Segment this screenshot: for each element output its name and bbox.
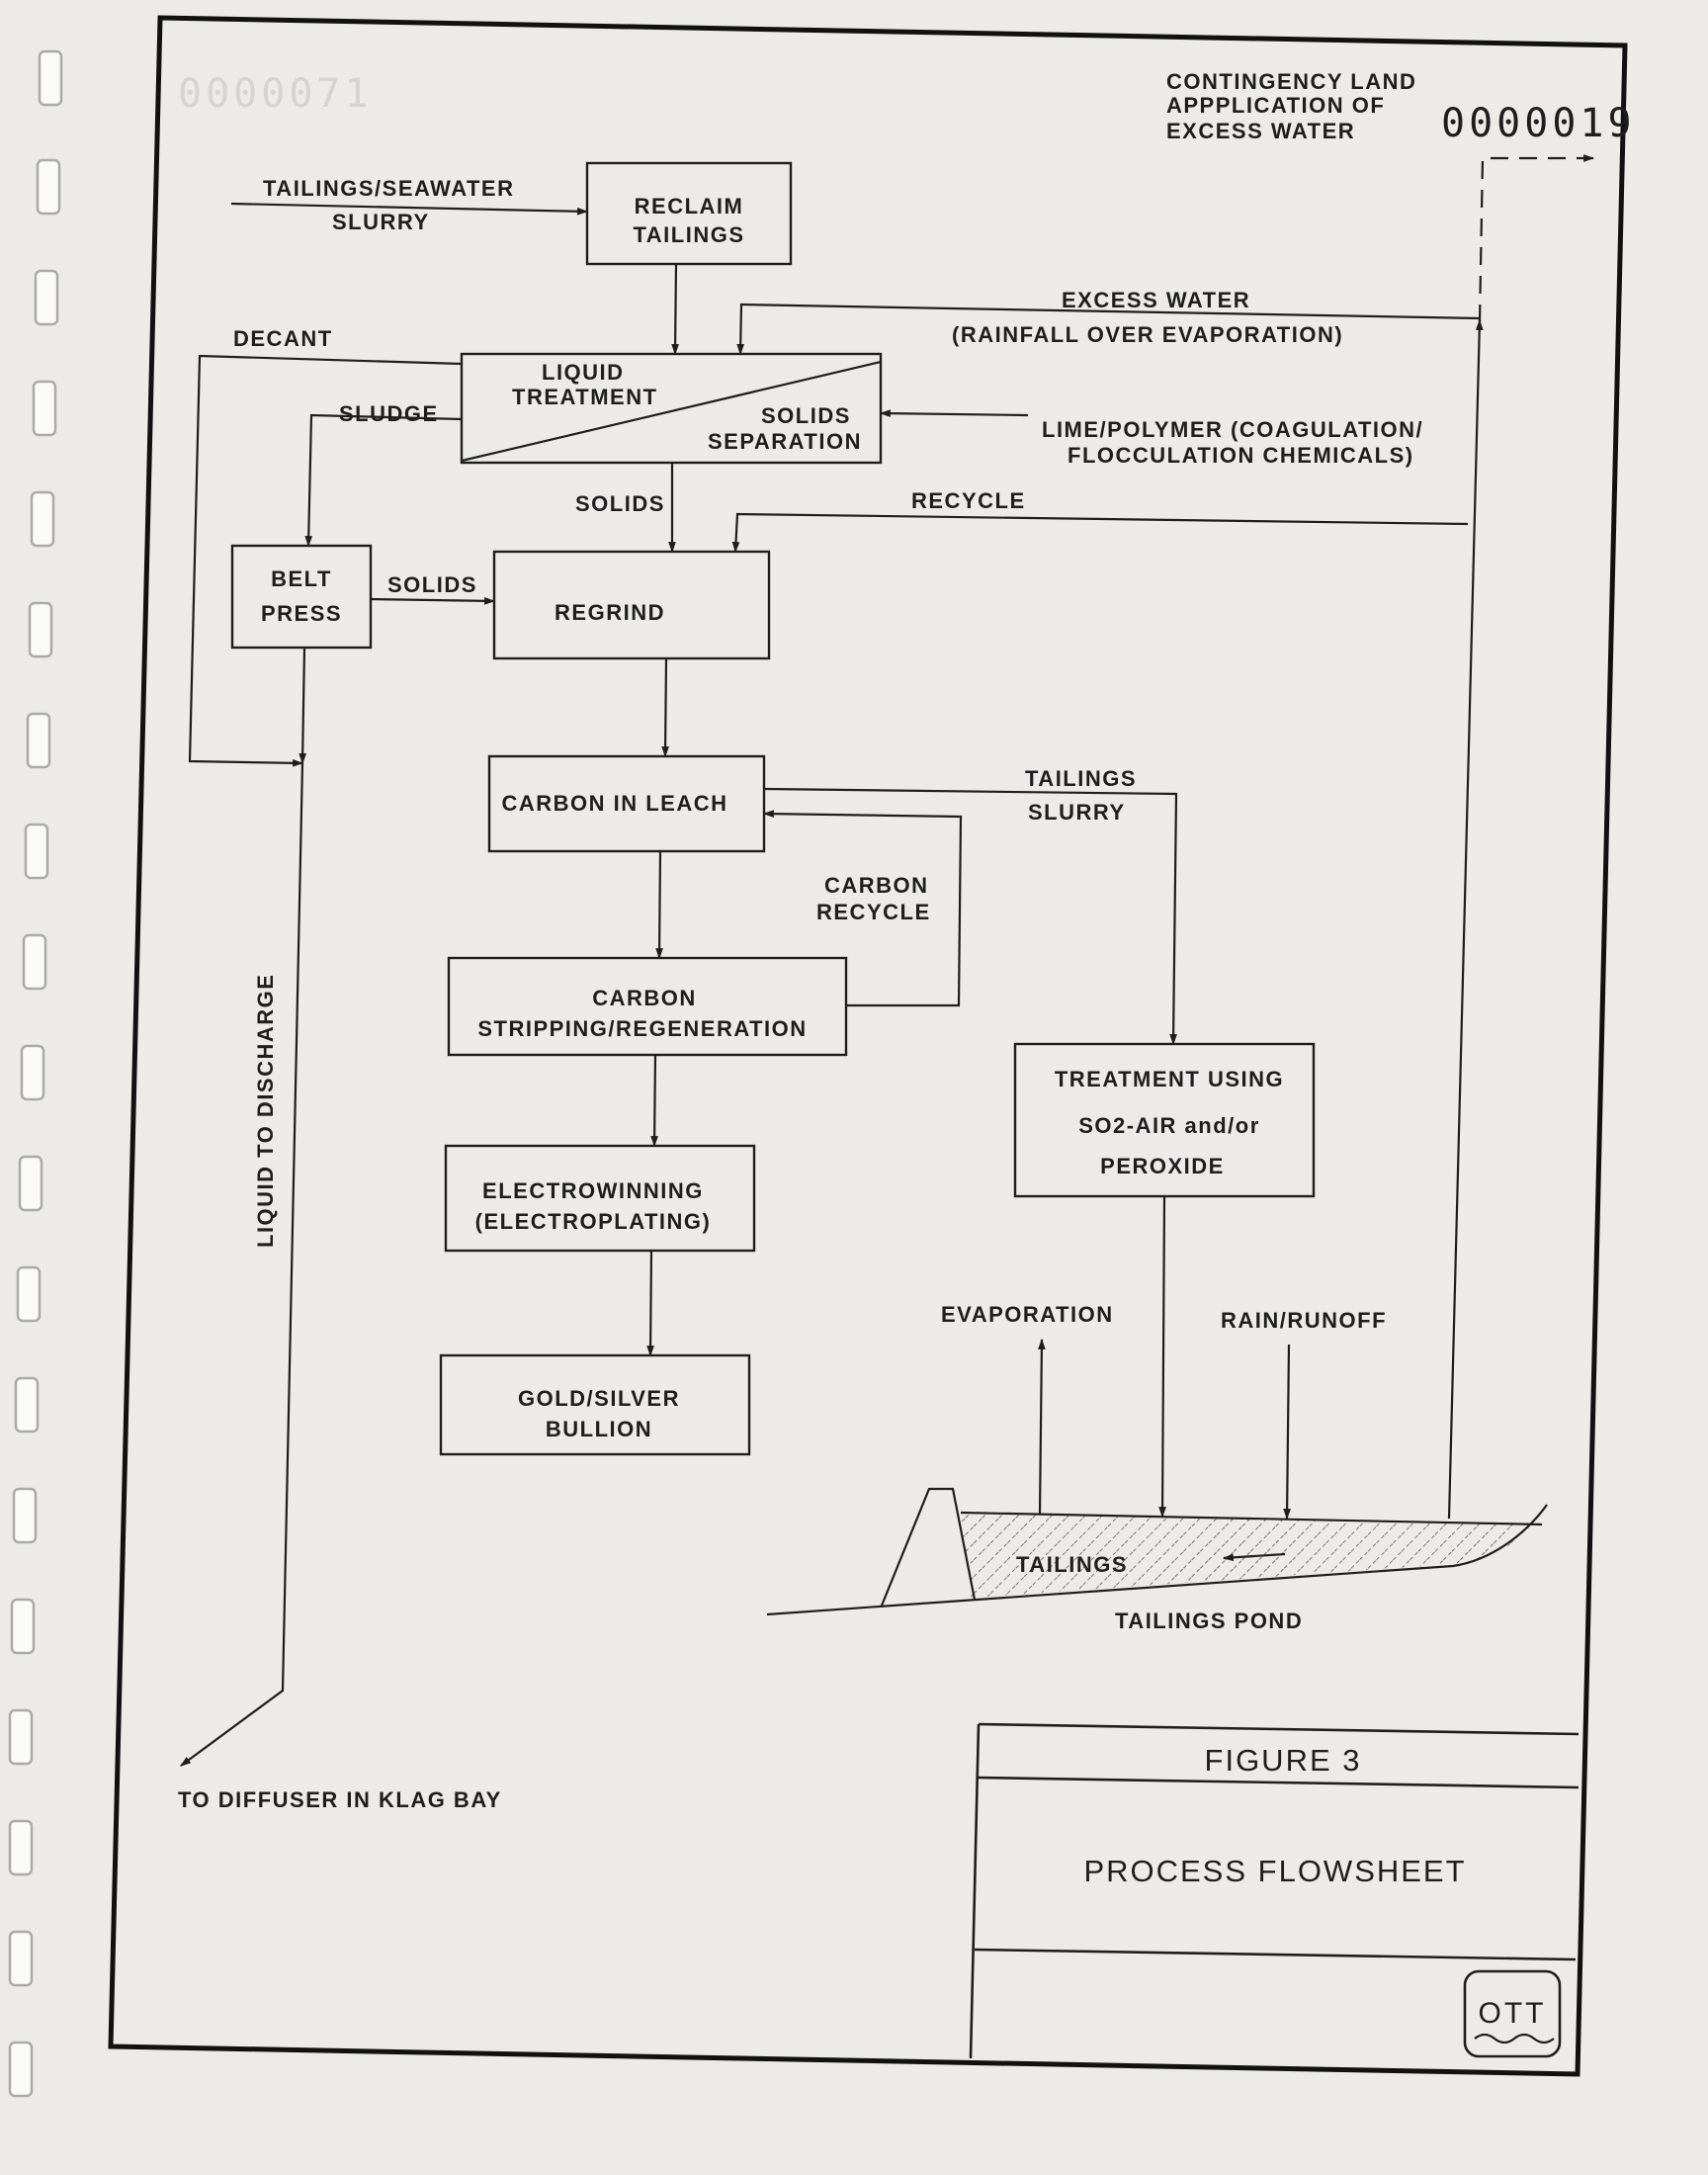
excess-water-line-1: EXCESS WATER: [1062, 288, 1250, 312]
carbon-stripping-line-2: STRIPPING/REGENERATION: [477, 1016, 807, 1041]
box-reclaim-tailings: RECLAIM TAILINGS: [585, 161, 793, 266]
flow-lines: [180, 154, 1595, 1767]
solids-separation-line-2: SEPARATION: [708, 429, 862, 454]
title-block: FIGURE 3 PROCESS FLOWSHEET OTT: [969, 1722, 1580, 2059]
carbon-recycle-line-2: RECYCLE: [816, 900, 931, 924]
lime-polymer-line-2: FLOCCULATION CHEMICALS): [1068, 443, 1414, 468]
figure-title: PROCESS FLOWSHEET: [1083, 1854, 1466, 1888]
carbon-in-leach-label: CARBON IN LEACH: [501, 791, 727, 816]
box-gold-silver-bullion: GOLD/SILVER BULLION: [439, 1353, 751, 1456]
ott-logo: OTT: [1463, 1969, 1562, 2058]
bleed-through-stamp: 0000071: [178, 71, 373, 117]
electrowinning-line-2: (ELECTROPLATING): [475, 1209, 712, 1234]
reclaim-tailings-line-2: TAILINGS: [633, 222, 744, 247]
solids-down-label: SOLIDS: [575, 491, 665, 516]
box-carbon-stripping: CARBON STRIPPING/REGENERATION: [447, 956, 848, 1057]
carbon-stripping-line-1: CARBON: [592, 986, 697, 1010]
tailings-pond-label: TAILINGS POND: [1115, 1609, 1303, 1633]
document-stamp: 0000019: [1441, 101, 1636, 146]
box-liquid-treatment-solids-separation: LIQUID TREATMENT SOLIDS SEPARATION: [460, 352, 883, 465]
box-belt-press: BELT PRESS: [230, 544, 373, 650]
tailings-pond: [766, 1487, 1548, 1616]
tailings-seawater-line-1: TAILINGS/SEAWATER: [263, 176, 514, 201]
tailings-slurry-line-1: TAILINGS: [1025, 766, 1137, 791]
treatment-line-2: SO2-AIR and/or: [1078, 1113, 1260, 1138]
box-treatment: TREATMENT USING SO2-AIR and/or PEROXIDE: [1013, 1042, 1316, 1198]
solids-belt-label: SOLIDS: [387, 572, 477, 597]
decant-label: DECANT: [233, 326, 333, 351]
bullion-line-1: GOLD/SILVER: [518, 1386, 680, 1411]
liquid-to-discharge-label: LIQUID TO DISCHARGE: [253, 974, 278, 1248]
carbon-recycle-line-1: CARBON: [824, 873, 929, 898]
belt-press-line-1: BELT: [271, 566, 332, 591]
liquid-treatment-line-1: LIQUID: [542, 360, 625, 385]
figure-number: FIGURE 3: [1205, 1743, 1362, 1778]
box-regrind: REGRIND: [492, 550, 771, 660]
reclaim-tailings-line-1: RECLAIM: [635, 194, 744, 218]
recycle-label: RECYCLE: [911, 488, 1026, 513]
contingency-line-3: EXCESS WATER: [1166, 119, 1355, 143]
ott-logo-text: OTT: [1479, 1997, 1547, 2030]
sludge-label: SLUDGE: [339, 401, 439, 426]
box-carbon-in-leach: CARBON IN LEACH: [487, 754, 766, 853]
regrind-label: REGRIND: [555, 600, 665, 625]
contingency-line-1: CONTINGENCY LAND: [1166, 69, 1416, 94]
tailings-slurry-line-2: SLURRY: [1028, 800, 1126, 825]
box-electrowinning: ELECTROWINNING (ELECTROPLATING): [444, 1144, 756, 1253]
tailings-seawater-line-2: SLURRY: [332, 210, 430, 234]
binder-holes: [8, 49, 63, 2098]
contingency-line-2: APPPLICATION OF: [1166, 93, 1385, 118]
tailings-label: TAILINGS: [1016, 1552, 1128, 1577]
excess-water-line-2: (RAINFALL OVER EVAPORATION): [952, 322, 1343, 347]
liquid-treatment-line-2: TREATMENT: [512, 385, 658, 409]
evaporation-label: EVAPORATION: [941, 1302, 1114, 1327]
belt-press-line-2: PRESS: [261, 601, 342, 626]
bullion-line-2: BULLION: [546, 1417, 652, 1441]
treatment-line-1: TREATMENT USING: [1055, 1067, 1284, 1091]
treatment-line-3: PEROXIDE: [1100, 1154, 1225, 1178]
diffuser-label: TO DIFFUSER IN KLAG BAY: [178, 1787, 502, 1812]
drawing-frame: [108, 15, 1628, 2077]
solids-separation-line-1: SOLIDS: [761, 403, 851, 428]
electrowinning-line-1: ELECTROWINNING: [482, 1178, 704, 1203]
rain-runoff-label: RAIN/RUNOFF: [1221, 1308, 1387, 1333]
lime-polymer-line-1: LIME/POLYMER (COAGULATION/: [1042, 417, 1423, 442]
